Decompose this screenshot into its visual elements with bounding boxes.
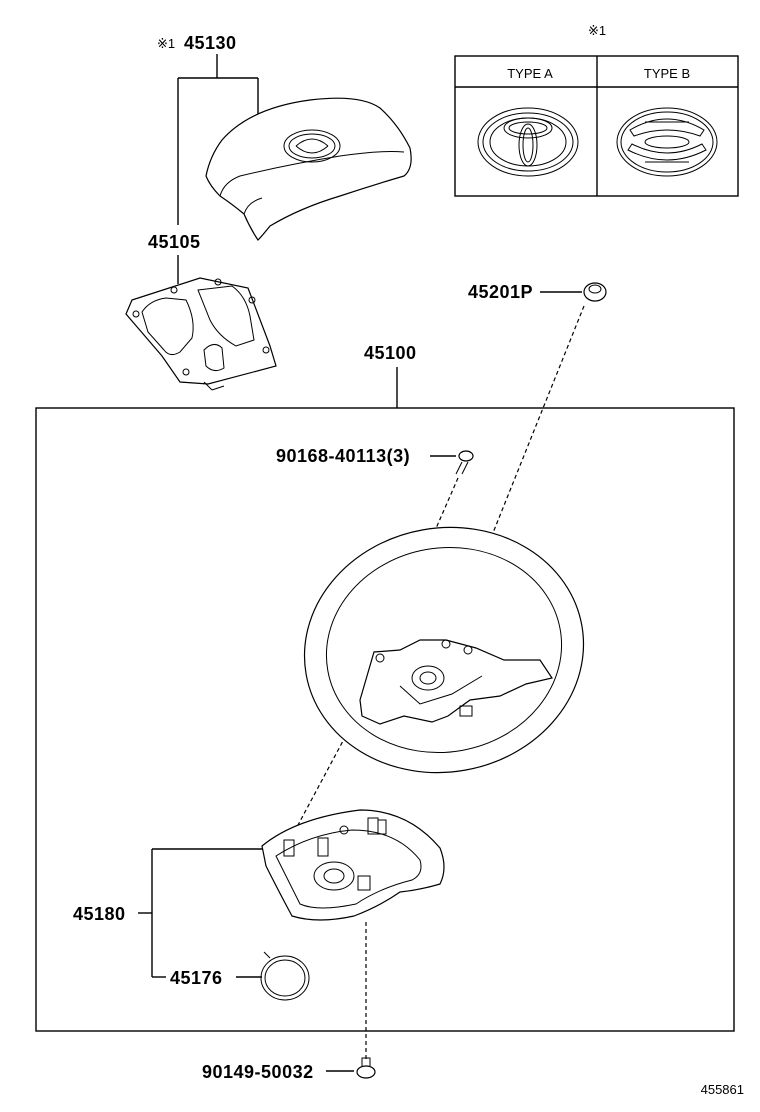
mounting-plate-part (125, 277, 277, 391)
label-90149: 90149-50032 (202, 1062, 314, 1082)
label-45180: 45180 (73, 904, 126, 924)
assembly-frame (35, 407, 735, 1032)
label-45201P: 45201P (468, 282, 533, 302)
figure-reference: 455861 (701, 1082, 744, 1097)
label-45130: 45130 (184, 33, 237, 53)
label-45105: 45105 (148, 232, 201, 252)
label-45130-note: ※1 (157, 36, 175, 51)
ring-45176-part (260, 951, 310, 1001)
guide-line-pad (289, 667, 383, 841)
type-b-header: TYPE B (644, 66, 690, 81)
emblem-type-a-icon (477, 107, 579, 177)
label-45130-group: ※1 45130 (157, 33, 259, 225)
pad-cover-part (205, 97, 412, 241)
label-45100: 45100 (364, 343, 417, 363)
label-90168: 90168-40113(3) (276, 446, 410, 466)
screw-90149-part (356, 1057, 376, 1079)
nut-45201P-part (583, 282, 607, 302)
steering-wheel-part (303, 526, 585, 774)
bolt-90168-part (455, 450, 474, 475)
type-a-header: TYPE A (507, 66, 553, 81)
label-45176: 45176 (170, 968, 223, 988)
emblem-type-table: ※1 TYPE A TYPE B (454, 23, 739, 197)
airbag-pad-part (261, 809, 445, 921)
emblem-type-b-icon (616, 107, 718, 177)
inset-note: ※1 (588, 23, 606, 38)
